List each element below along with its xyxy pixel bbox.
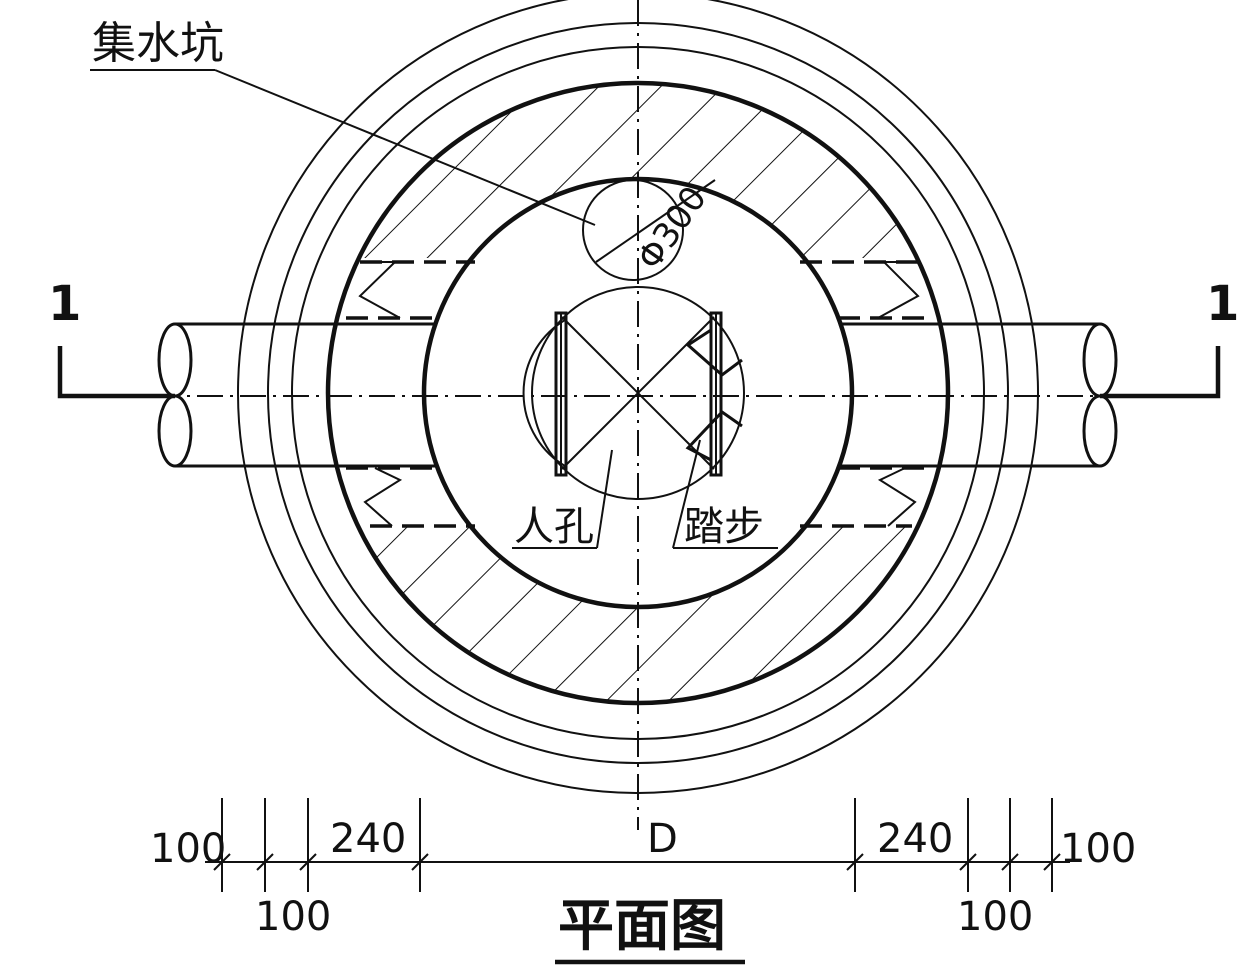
manhole-label: 人孔 bbox=[514, 504, 594, 550]
section-label-left: 1 bbox=[48, 276, 81, 332]
dim-right-outer: 100 bbox=[1060, 826, 1136, 872]
pipes bbox=[175, 322, 1100, 468]
manhole-leader bbox=[512, 449, 613, 549]
sump-leader bbox=[90, 69, 596, 226]
sump-label: 集水坑 bbox=[92, 18, 224, 69]
dimension-lines bbox=[205, 798, 1070, 892]
sump-diameter-line bbox=[595, 179, 716, 263]
dim-left-outer: 100 bbox=[150, 826, 226, 872]
section-label-right: 1 bbox=[1206, 276, 1239, 332]
dim-right-wall: 240 bbox=[877, 816, 953, 862]
drawing-title: 平面图 bbox=[558, 893, 726, 959]
sump-circle bbox=[582, 179, 684, 281]
steps-leader bbox=[672, 439, 778, 549]
right-flange-steps bbox=[685, 311, 743, 477]
section-marker-left bbox=[57, 346, 175, 399]
dim-left-bottom: 100 bbox=[255, 894, 331, 940]
section-marker-right bbox=[1100, 346, 1221, 399]
dim-right-bottom: 100 bbox=[957, 894, 1033, 940]
pipe-ends bbox=[157, 322, 1118, 468]
pipe-opening-hidden-lines bbox=[346, 260, 932, 528]
steps-label: 踏步 bbox=[684, 504, 764, 550]
dim-diameter: D bbox=[647, 816, 678, 862]
manhole-offset-arc bbox=[522, 319, 566, 467]
left-flange bbox=[554, 311, 568, 477]
dim-left-wall: 240 bbox=[330, 816, 406, 862]
